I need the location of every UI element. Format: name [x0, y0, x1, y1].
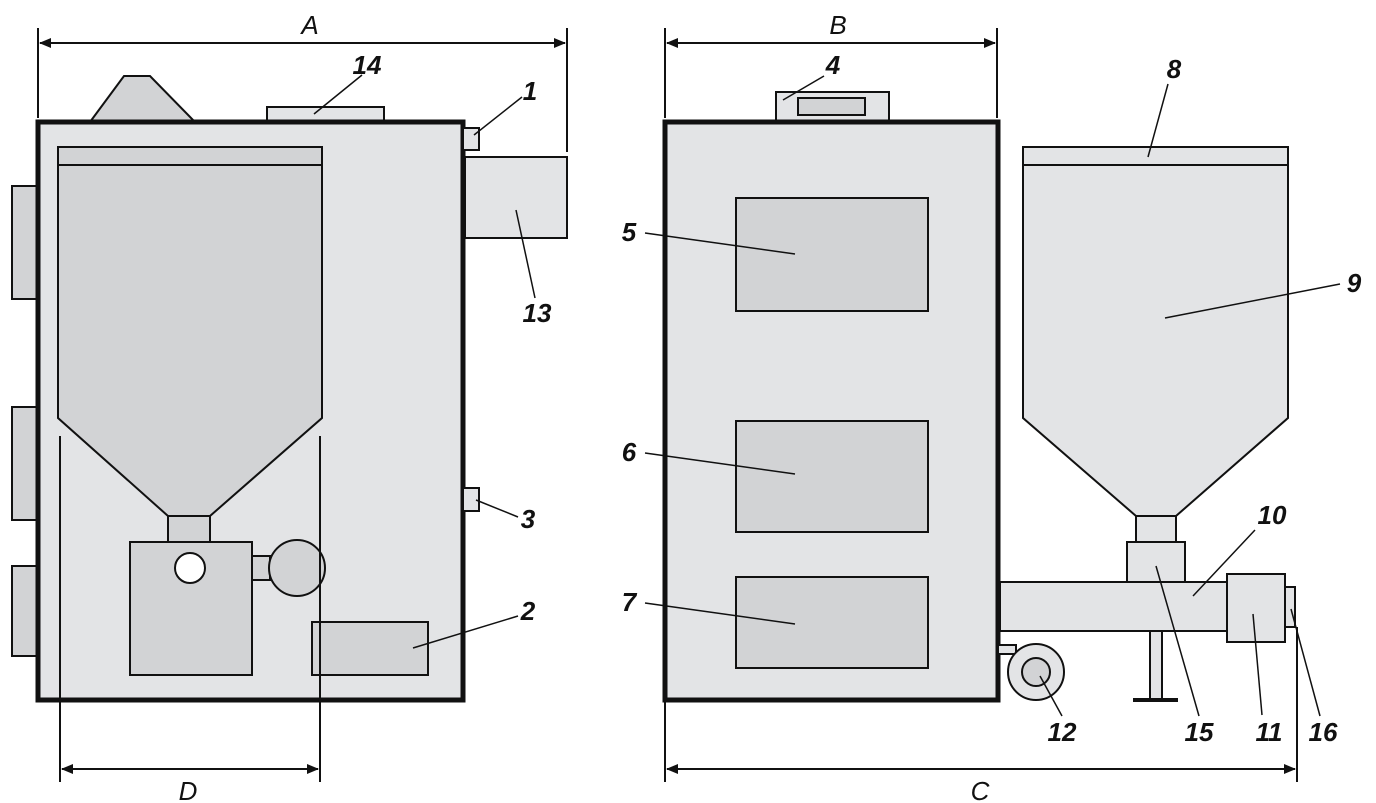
leader-5	[644, 232, 796, 255]
flue-13	[464, 156, 568, 239]
hopper-lid-8	[1022, 146, 1289, 166]
end-cap-16	[1284, 586, 1296, 628]
callout-9: 9	[1347, 268, 1362, 298]
top-cone	[88, 75, 198, 123]
callout-1: 1	[523, 76, 537, 106]
callout-4: 4	[825, 50, 841, 80]
leader-7	[644, 602, 796, 625]
door-7	[735, 576, 929, 669]
gear-motor-11	[1226, 573, 1286, 643]
hopper-lid	[57, 146, 323, 166]
motor-coupling	[251, 555, 271, 581]
side-door-middle	[11, 406, 39, 521]
side-view	[662, 91, 1298, 782]
callout-15: 15	[1185, 717, 1214, 747]
leader-15	[1155, 565, 1200, 717]
hopper-neck-side	[1135, 515, 1177, 543]
nozzle-3	[462, 487, 480, 512]
callout-6: 6	[622, 437, 637, 467]
dim-A-label: A	[299, 10, 318, 40]
dim-D-label: D	[179, 776, 198, 803]
leader-3	[475, 499, 519, 518]
feeder-15	[1126, 541, 1186, 583]
inspection-hole	[174, 552, 206, 584]
dimension-A: A	[37, 10, 568, 152]
callout-3: 3	[521, 504, 536, 534]
motor	[268, 539, 326, 597]
leader-13	[515, 209, 536, 299]
side-door-upper	[11, 185, 39, 300]
callout-14: 14	[353, 50, 382, 80]
hopper-neck	[167, 515, 211, 543]
leader-9	[1164, 283, 1341, 319]
callout-5: 5	[622, 217, 637, 247]
callout-13: 13	[523, 298, 552, 328]
leader-6	[644, 452, 796, 475]
leader-12	[1039, 675, 1063, 717]
support-leg	[1149, 630, 1163, 700]
leader-11	[1252, 613, 1263, 716]
leader-2	[412, 615, 519, 649]
callout-2: 2	[520, 596, 536, 626]
dimension-C: C	[666, 764, 1296, 803]
top-flue-inner	[797, 97, 866, 116]
callout-12: 12	[1048, 717, 1077, 747]
door-6	[735, 420, 929, 533]
hopper-9	[1022, 164, 1289, 517]
dimension-B: B	[664, 10, 998, 118]
dim-C-label: C	[971, 776, 990, 803]
fan-duct	[997, 644, 1017, 655]
leader-4	[782, 75, 825, 101]
front-view	[11, 75, 568, 782]
callout-16: 16	[1309, 717, 1338, 747]
control-box-2	[311, 621, 429, 676]
door-5	[735, 197, 929, 312]
callout-7: 7	[622, 587, 638, 617]
dim-B-label: B	[829, 10, 846, 40]
auger-tube-10	[999, 581, 1228, 632]
leader-10	[1192, 529, 1256, 597]
leader-14	[313, 74, 363, 115]
callout-11: 11	[1256, 717, 1283, 747]
nozzle-1	[462, 127, 480, 151]
fan-hub	[1021, 657, 1051, 687]
side-door-lower	[11, 565, 39, 657]
leader-16	[1290, 608, 1321, 717]
callout-numbers: 1 2 3 4 5 6 7 8 9 10 11 12 13 14 15 16	[353, 50, 1362, 747]
leader-8	[1147, 83, 1169, 158]
dimension-D: D	[61, 764, 319, 803]
leader-1	[473, 96, 523, 136]
leader-lines	[313, 74, 1341, 717]
callout-8: 8	[1167, 54, 1182, 84]
callout-10: 10	[1258, 500, 1287, 530]
